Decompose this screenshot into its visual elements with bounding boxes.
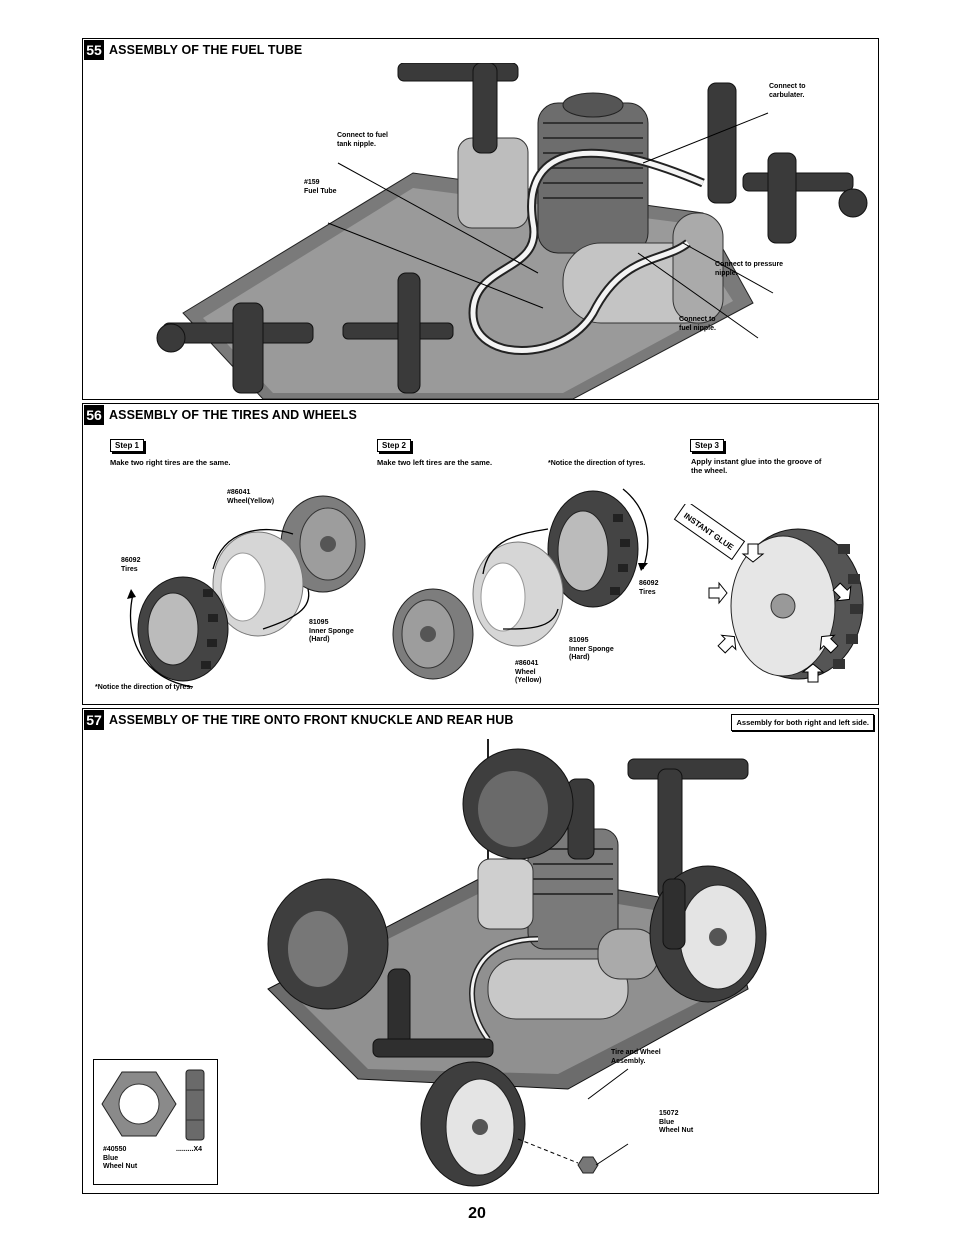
section-57-panel: 57 ASSEMBLY OF THE TIRE ONTO FRONT KNUCK… — [82, 708, 879, 1194]
label-connect-carburetor: Connect to carbulater. — [769, 83, 806, 99]
section-56-panel: 56 ASSEMBLY OF THE TIRES AND WHEELS Step… — [82, 403, 879, 705]
label-wheel-86041-step2: #86041 Wheel (Yellow) — [515, 660, 542, 684]
label-tires-86092: 86092 Tires — [121, 557, 141, 573]
label-fuel-tube: #159 Fuel Tube — [304, 179, 337, 195]
section-title: ASSEMBLY OF THE FUEL TUBE — [109, 43, 303, 57]
fuel-tube-chassis-illustration — [143, 63, 878, 399]
step-2-text: Make two left tires are the same. — [377, 458, 493, 467]
label-tires-86092-step2: 86092 Tires — [639, 580, 659, 596]
section-title: ASSEMBLY OF THE TIRE ONTO FRONT KNUCKLE … — [109, 713, 514, 727]
label-wheel-86041: #86041 Wheel(Yellow) — [227, 489, 275, 505]
label-connect-tank-nipple: Connect to fuel tank nipple. — [337, 132, 388, 148]
label-tire-wheel-assembly: Tire and Wheel Assembly. — [611, 1049, 661, 1065]
step-1-text: Make two right tires are the same. — [110, 458, 231, 467]
notice-tyre-direction-top: *Notice the direction of tyres. — [548, 460, 646, 467]
wheel-nut-part-icon — [101, 1069, 205, 1141]
step-3-box: Step 3 — [690, 439, 725, 452]
inset-quantity: .........X4 — [176, 1146, 203, 1153]
step-2-tire-wheel-illustration — [392, 488, 649, 680]
label-connect-fuel-nipple: Connect to fuel nipple. — [679, 316, 716, 332]
inset-part-label: #40550 Blue Wheel Nut — [103, 1146, 138, 1170]
section-title: ASSEMBLY OF THE TIRES AND WHEELS — [109, 408, 357, 422]
assembly-note-box: Assembly for both right and left side. — [731, 714, 874, 731]
section-55-panel: 55 ASSEMBLY OF THE FUEL TUBE — [82, 38, 879, 400]
step-1-box: Step 1 — [110, 439, 145, 452]
step-2-box: Step 2 — [377, 439, 412, 452]
section-number: 55 — [84, 40, 104, 60]
step-3-text: Apply instant glue into the groove of th… — [691, 457, 822, 475]
section-number: 56 — [84, 405, 104, 425]
label-blue-wheel-nut-15072: 15072 Blue Wheel Nut — [659, 1110, 694, 1134]
full-buggy-illustration — [267, 739, 767, 1187]
label-inner-sponge-81095-step2: 81095 Inner Sponge (Hard) — [569, 637, 614, 661]
label-connect-pressure-nipple: Connect to pressure nipple. — [715, 261, 784, 277]
wheel-nut-parts-inset: #40550 Blue Wheel Nut .........X4 — [93, 1059, 218, 1185]
label-inner-sponge-81095: 81095 Inner Sponge (Hard) — [309, 619, 354, 643]
step-1-tire-wheel-illustration — [127, 495, 366, 688]
page-number: 20 — [468, 1205, 486, 1222]
section-number: 57 — [84, 710, 104, 730]
notice-tyre-direction-bottom: *Notice the direction of tyres. — [95, 684, 193, 691]
step-3-glue-illustration: INSTANT GLUE — [673, 504, 864, 683]
